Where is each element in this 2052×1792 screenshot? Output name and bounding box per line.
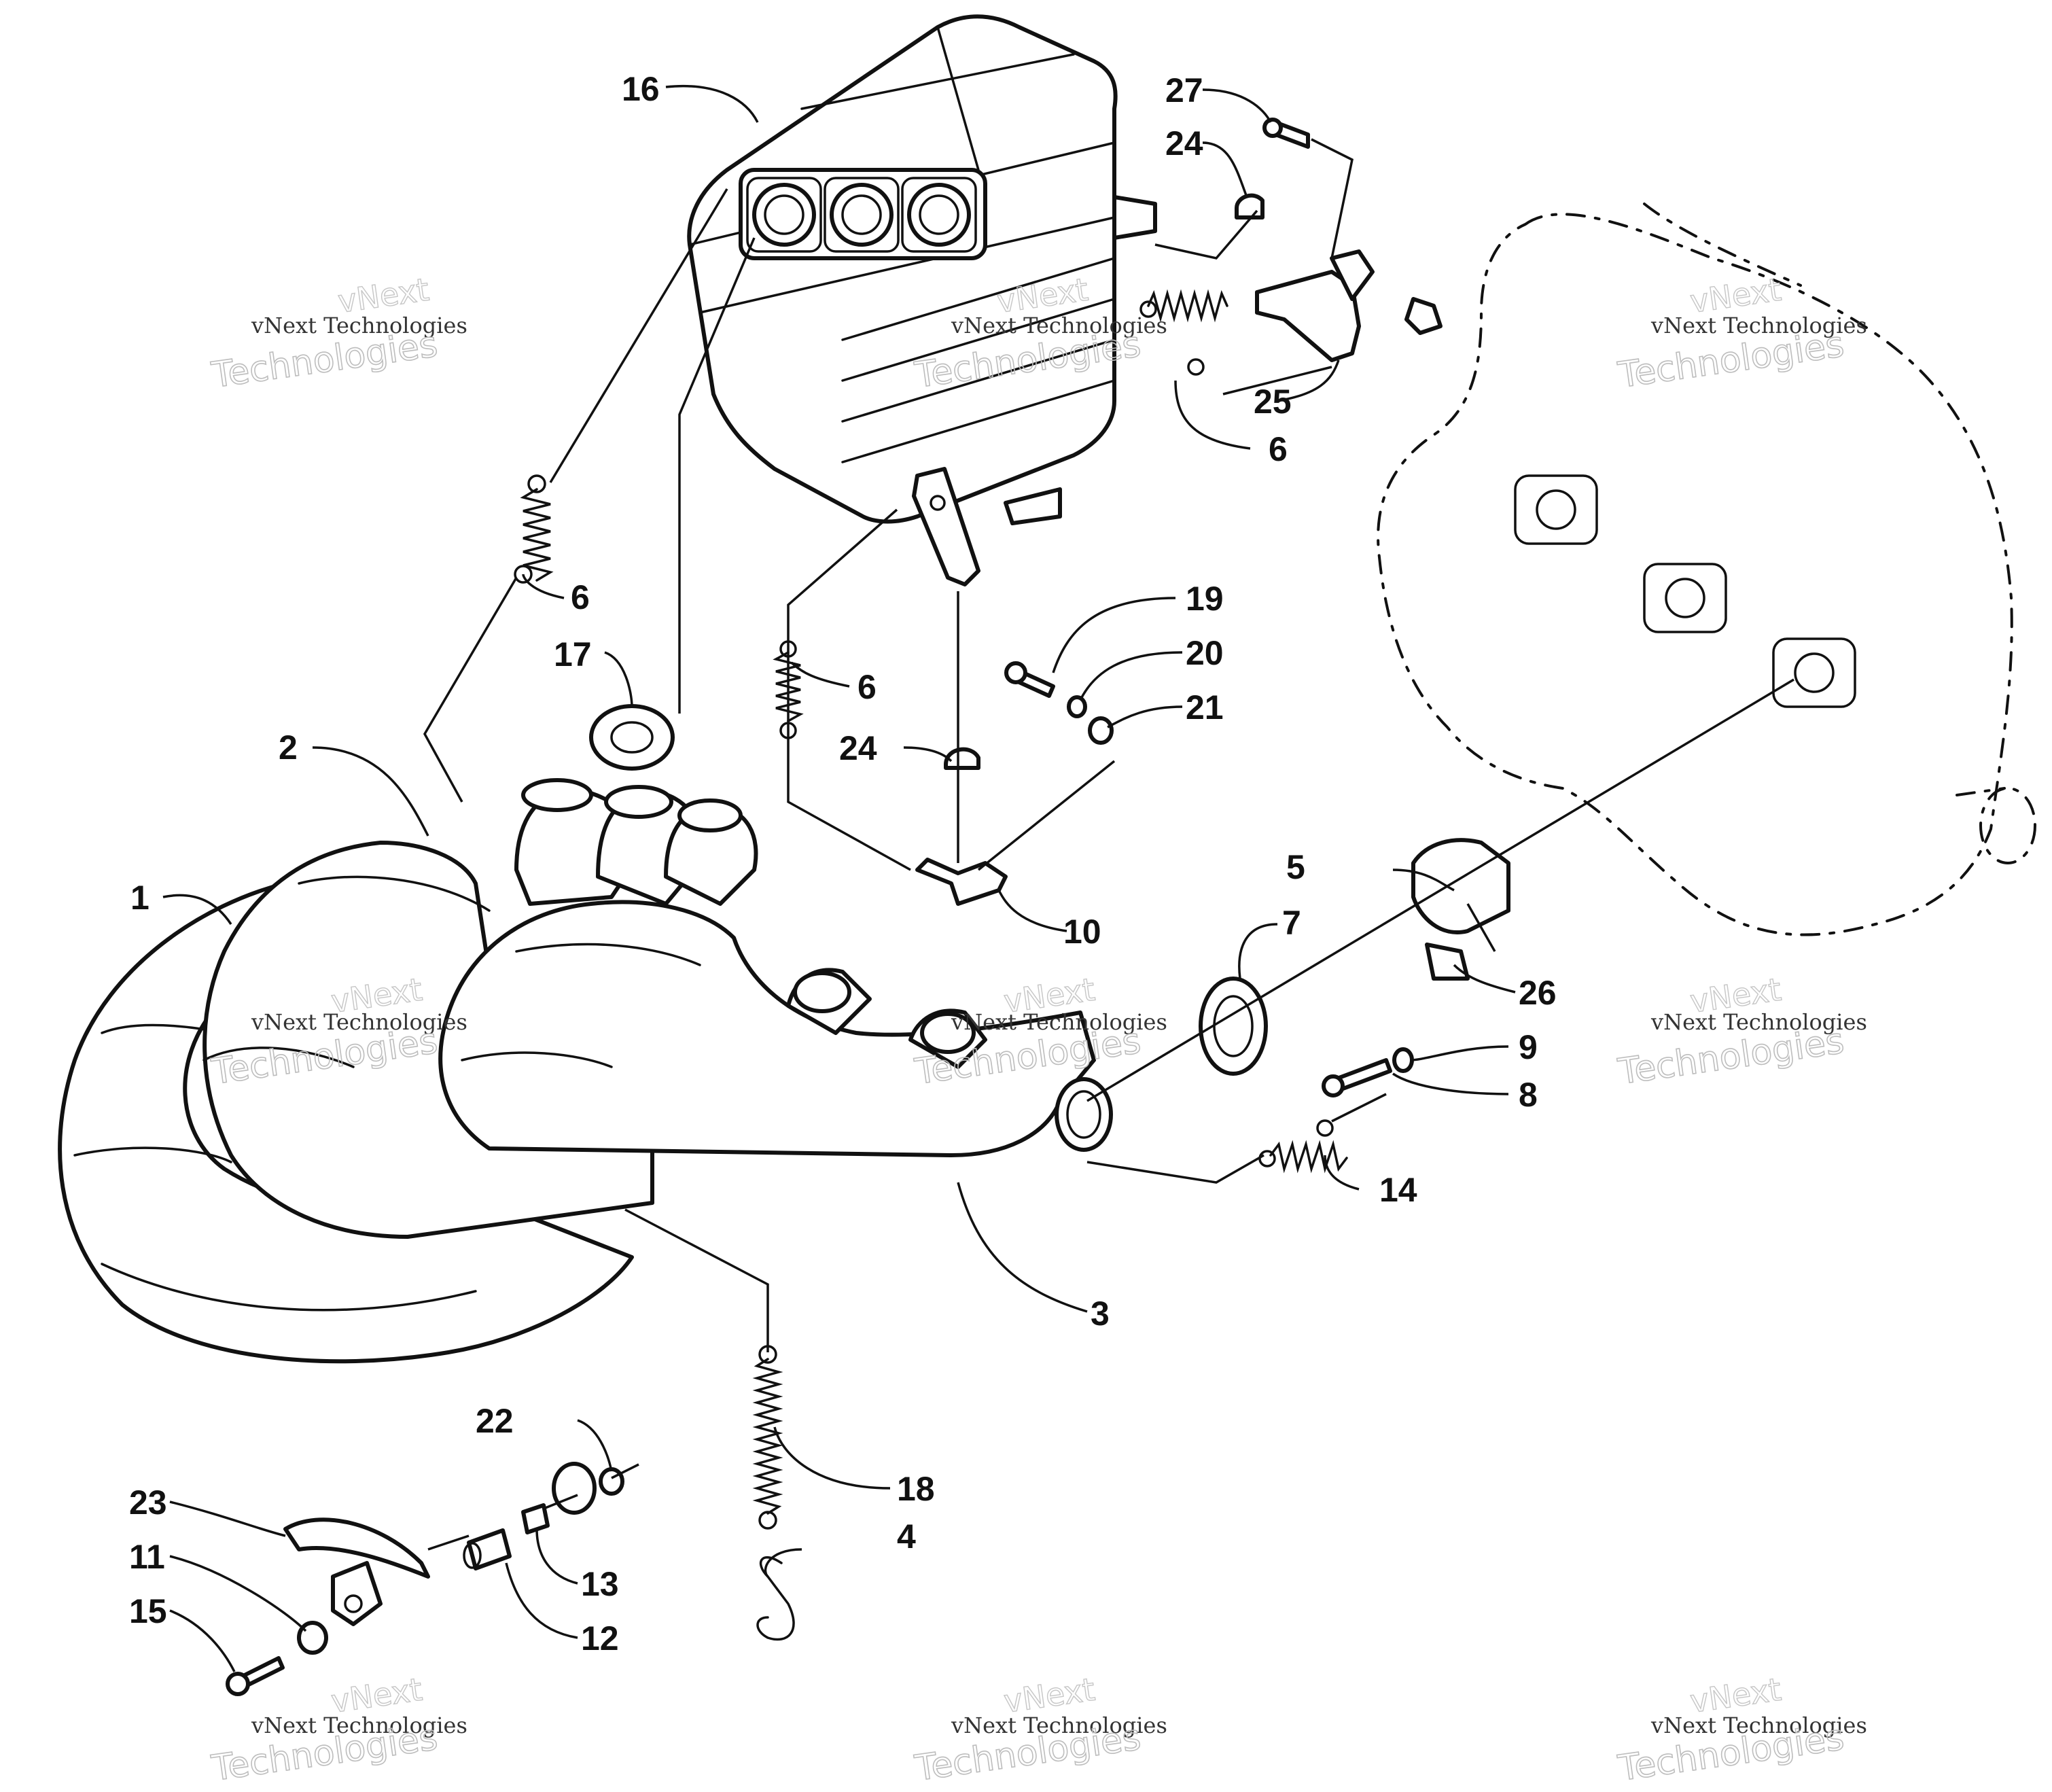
callout-17: 17 xyxy=(554,635,592,673)
callout-4: 4 xyxy=(897,1517,916,1556)
callout-7: 7 xyxy=(1282,904,1301,942)
callout-14: 14 xyxy=(1379,1171,1417,1209)
callout-23: 23 xyxy=(129,1483,167,1522)
callout-9: 9 xyxy=(1519,1028,1538,1066)
washer-9 xyxy=(1392,1047,1414,1073)
bolt-8 xyxy=(1322,1058,1392,1097)
connector-lines xyxy=(423,188,1794,1551)
spring-6-left xyxy=(514,474,554,584)
callout-8: 8 xyxy=(1519,1076,1538,1114)
callout-20: 20 xyxy=(1186,634,1224,672)
svg-text:vNext Technologies: vNext Technologies xyxy=(951,1009,1167,1035)
watermark-bottom-center: vNext vNext Technologies Technologies xyxy=(912,1670,1167,1790)
cap-24-mid xyxy=(944,747,980,770)
watermark-bottom-right: vNext vNext Technologies Technologies xyxy=(1615,1670,1867,1790)
callout-6c: 6 xyxy=(1269,430,1288,468)
callout-11: 11 xyxy=(129,1538,165,1576)
bushing-12 xyxy=(463,1528,512,1570)
gasket-17 xyxy=(589,704,675,771)
svg-text:vNext Technologies: vNext Technologies xyxy=(951,1712,1167,1738)
bolt-19 xyxy=(1004,661,1055,698)
callout-labels: 1 2 3 4 5 6 6 6 6 7 8 9 10 11 12 13 14 1… xyxy=(129,70,1557,1657)
callout-6a: 6 xyxy=(571,578,590,616)
bracket-upper xyxy=(912,467,1008,906)
svg-text:vNext Technologies: vNext Technologies xyxy=(1650,1009,1867,1035)
svg-text:vNext Technologies: vNext Technologies xyxy=(951,313,1167,338)
callout-15: 15 xyxy=(129,1592,167,1630)
svg-text:vNext Technologies: vNext Technologies xyxy=(251,313,467,338)
exhaust-pipe-3 xyxy=(438,900,1113,1157)
callout-1: 1 xyxy=(130,879,149,917)
watermark-mid-right: vNext vNext Technologies Technologies xyxy=(1615,970,1867,1093)
nut-22 xyxy=(599,1467,624,1496)
callout-19: 19 xyxy=(1186,580,1224,618)
air-silencer-box xyxy=(687,14,1157,525)
callout-2: 2 xyxy=(279,728,298,767)
watermark-top-left: vNext vNext Technologies Technologies xyxy=(209,270,467,397)
callout-24b: 24 xyxy=(1165,124,1203,162)
bracket-25-assembly xyxy=(1154,118,1443,396)
seal-7 xyxy=(1199,977,1268,1076)
spring-18 xyxy=(752,1345,783,1530)
callout-3: 3 xyxy=(1091,1295,1110,1333)
callout-10: 10 xyxy=(1063,913,1101,951)
exhaust-pipe-1 xyxy=(58,881,634,1364)
bolt-15 xyxy=(226,1656,285,1696)
callout-6b: 6 xyxy=(857,668,877,706)
callout-leaders xyxy=(162,85,1516,1672)
callout-13: 13 xyxy=(581,1565,619,1603)
callout-16: 16 xyxy=(622,70,660,108)
callout-18: 18 xyxy=(897,1470,935,1508)
flange-5 xyxy=(1411,838,1510,981)
callout-12: 12 xyxy=(581,1619,619,1657)
hook-4 xyxy=(756,1556,795,1641)
spacer-13 xyxy=(521,1503,550,1534)
plate-washer xyxy=(552,1462,597,1515)
callout-27: 27 xyxy=(1165,71,1203,109)
watermark-top-right: vNext vNext Technologies Technologies xyxy=(1615,270,1867,397)
callout-22: 22 xyxy=(476,1402,514,1440)
callout-25: 25 xyxy=(1254,383,1292,421)
svg-text:vNext Technologies: vNext Technologies xyxy=(251,1009,467,1035)
bracket-23 xyxy=(283,1517,430,1626)
callout-21: 21 xyxy=(1186,688,1224,726)
svg-text:vNext Technologies: vNext Technologies xyxy=(1650,1712,1867,1738)
washer-20 xyxy=(1067,695,1087,718)
engine-block-outline xyxy=(1377,203,2036,936)
svg-text:vNext Technologies: vNext Technologies xyxy=(1650,313,1867,338)
svg-text:vNext Technologies: vNext Technologies xyxy=(251,1712,467,1738)
callout-5: 5 xyxy=(1286,848,1305,886)
spring-6-upper-right xyxy=(1139,289,1228,376)
callout-24a: 24 xyxy=(839,729,877,767)
nut-21 xyxy=(1088,716,1114,745)
spring-14 xyxy=(1258,1119,1348,1174)
watermark-bottom-left: vNext vNext Technologies Technologies xyxy=(209,1670,467,1790)
callout-26: 26 xyxy=(1519,974,1557,1012)
